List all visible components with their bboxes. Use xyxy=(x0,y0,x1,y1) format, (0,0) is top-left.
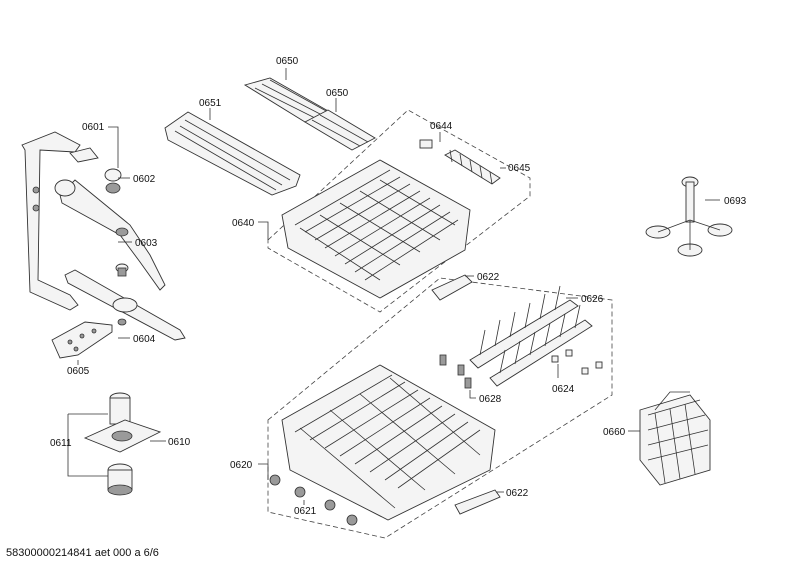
label-0620: 0620 xyxy=(230,460,253,471)
clips-0624 xyxy=(551,349,603,375)
label-0624: 0624 xyxy=(552,384,575,395)
spray-arm-supply-pipe xyxy=(21,131,81,311)
label-0604: 0604 xyxy=(133,334,156,345)
clip-rack-0650-upper xyxy=(243,77,332,123)
label-0626: 0626 xyxy=(581,294,604,305)
tine-rows-0626 xyxy=(469,285,593,387)
filter-0611 xyxy=(107,392,133,496)
label-0603: 0603 xyxy=(135,238,158,249)
label-0601: 0601 xyxy=(82,122,105,133)
spray-arm-bracket xyxy=(69,147,99,163)
label-0628: 0628 xyxy=(479,394,502,405)
label-0602: 0602 xyxy=(133,174,156,185)
leader-0601 xyxy=(108,126,119,168)
cup-holder-0693 xyxy=(645,176,733,257)
label-0660: 0660 xyxy=(603,427,626,438)
wheels-0621 xyxy=(269,474,358,526)
label-0622b: 0622 xyxy=(506,488,529,499)
upper-basket-0640 xyxy=(281,159,471,299)
leader-0611 xyxy=(67,413,108,477)
label-0640: 0640 xyxy=(232,218,255,229)
leader-0620 xyxy=(258,463,269,480)
clip-0644 xyxy=(419,139,433,149)
label-0644: 0644 xyxy=(430,121,453,132)
cutlery-tray-0651 xyxy=(164,111,301,196)
handle-0622-lower xyxy=(454,489,501,515)
handle-0622-upper xyxy=(431,274,473,301)
label-0693: 0693 xyxy=(724,196,747,207)
spray-arm-nut xyxy=(115,263,129,277)
filter-plate-0610 xyxy=(83,419,162,453)
filter-plate xyxy=(51,321,113,359)
label-0645: 0645 xyxy=(508,163,531,174)
label-0605: 0605 xyxy=(67,366,90,377)
lower-basket-0620 xyxy=(281,364,496,521)
clip-rack-0650-lower xyxy=(304,109,376,151)
label-0622a: 0622 xyxy=(477,272,500,283)
leader-0628 xyxy=(469,390,476,399)
spray-arm-upper xyxy=(54,179,166,291)
label-0651: 0651 xyxy=(199,98,222,109)
label-0650b: 0650 xyxy=(326,88,349,99)
label-0650a: 0650 xyxy=(276,56,299,67)
label-0611: 0611 xyxy=(50,438,72,449)
clips-0628 xyxy=(439,354,472,389)
label-0610: 0610 xyxy=(168,437,191,448)
spray-arm-hub xyxy=(104,168,122,194)
label-0621: 0621 xyxy=(294,506,317,517)
lower-basket-group-outline xyxy=(267,277,613,539)
leader-0640 xyxy=(258,221,269,240)
document-footer: 58300000214841 aet 000 a 6/6 xyxy=(6,547,159,559)
upper-basket-group-outline xyxy=(267,109,531,313)
spray-arm-lower xyxy=(64,269,186,341)
rack-tines-0645 xyxy=(444,149,501,185)
cutlery-basket-0660 xyxy=(639,391,711,486)
